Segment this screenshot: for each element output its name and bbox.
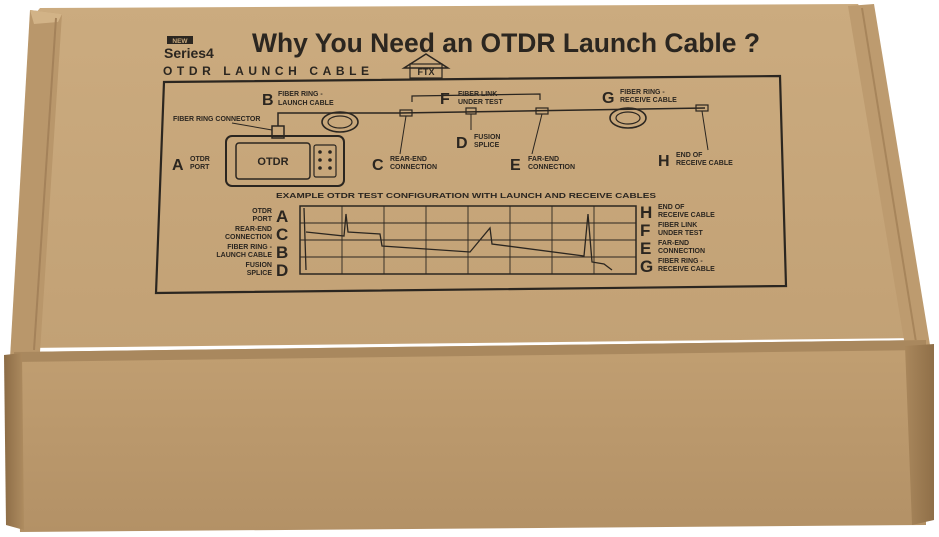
svg-text:LAUNCH CABLE: LAUNCH CABLE [216, 252, 272, 259]
svg-text:FIBER RING -: FIBER RING - [278, 91, 323, 98]
svg-text:C: C [276, 225, 288, 244]
svg-text:OTDR: OTDR [190, 156, 210, 163]
svg-text:FIBER LINK: FIBER LINK [658, 222, 697, 229]
svg-text:H: H [640, 203, 652, 222]
headline: Why You Need an OTDR Launch Cable ? [252, 28, 760, 58]
svg-text:FIBER RING -: FIBER RING - [620, 89, 665, 96]
new-badge [167, 36, 193, 44]
example-caption: EXAMPLE OTDR TEST CONFIGURATION WITH LAU… [276, 193, 656, 200]
svg-text:OTDR: OTDR [252, 208, 272, 215]
svg-text:F: F [440, 91, 450, 108]
svg-text:RECEIVE CABLE: RECEIVE CABLE [658, 266, 715, 273]
product-subtitle: OTDR LAUNCH CABLE [163, 64, 371, 78]
svg-text:CONNECTION: CONNECTION [528, 164, 575, 171]
otdr-trace-graph [299, 205, 637, 275]
svg-text:PORT: PORT [190, 164, 210, 171]
receive-fiber-ring [609, 107, 647, 129]
svg-text:END OF: END OF [676, 152, 703, 159]
trace-label-h: H END OF RECEIVE CABLE [640, 203, 715, 222]
trace-label-a: A OTDR PORT [252, 207, 288, 226]
svg-text:REAR-END: REAR-END [235, 226, 272, 233]
svg-text:FAR-END: FAR-END [528, 156, 559, 163]
svg-text:LAUNCH CABLE: LAUNCH CABLE [278, 100, 334, 107]
svg-text:E: E [510, 157, 521, 174]
svg-text:FAR-END: FAR-END [658, 240, 689, 247]
trace-label-d: D FUSION SPLICE [246, 261, 289, 280]
svg-text:CONNECTION: CONNECTION [225, 234, 272, 241]
svg-text:RECEIVE CABLE: RECEIVE CABLE [620, 97, 677, 104]
svg-text:FUSION: FUSION [246, 262, 272, 269]
svg-text:B: B [276, 243, 288, 262]
svg-text:RECEIVE CABLE: RECEIVE CABLE [676, 160, 733, 167]
svg-text:SPLICE: SPLICE [247, 270, 273, 277]
callout-b: B FIBER RING - LAUNCH CABLE [262, 91, 334, 109]
svg-text:H: H [658, 153, 670, 170]
trace-label-g: G FIBER RING - RECEIVE CABLE [640, 257, 715, 276]
trace-label-b: B FIBER RING - LAUNCH CABLE [216, 243, 288, 262]
callout-e: E FAR-END CONNECTION [510, 156, 575, 174]
svg-text:A: A [276, 207, 288, 226]
svg-text:UNDER TEST: UNDER TEST [658, 230, 703, 237]
svg-text:FIBER RING -: FIBER RING - [227, 244, 272, 251]
svg-text:G: G [640, 257, 653, 276]
svg-text:A: A [172, 157, 184, 174]
box-front-panel [4, 340, 934, 532]
callout-d: D FUSION SPLICE [456, 134, 500, 152]
box-top-panel [10, 4, 930, 358]
otdr-device-illustration: OTDR [225, 125, 345, 187]
svg-text:FUSION: FUSION [474, 134, 500, 141]
svg-text:D: D [456, 135, 468, 152]
svg-text:UNDER TEST: UNDER TEST [458, 99, 503, 106]
box-header-print: NEW Series4 Why You Need an OTDR Launch … [163, 28, 760, 79]
svg-text:PORT: PORT [253, 216, 273, 223]
svg-text:CONNECTION: CONNECTION [658, 248, 705, 255]
svg-text:SPLICE: SPLICE [474, 142, 500, 149]
svg-text:C: C [372, 157, 384, 174]
trace-label-e: E FAR-END CONNECTION [640, 239, 705, 258]
svg-text:END OF: END OF [658, 204, 685, 211]
svg-text:G: G [602, 90, 614, 107]
brand-logo: FTX [401, 53, 451, 79]
svg-text:REAR-END: REAR-END [390, 156, 427, 163]
callout-g: G FIBER RING - RECEIVE CABLE [602, 89, 677, 107]
svg-text:B: B [262, 92, 274, 109]
launch-fiber-ring [321, 111, 359, 133]
svg-text:FIBER LINK: FIBER LINK [458, 91, 497, 98]
svg-text:CONNECTION: CONNECTION [390, 164, 437, 171]
otdr-diagram: OTDR FIBER RING CONNECTOR B FIBER RING - [154, 74, 788, 295]
svg-text:FIBER RING -: FIBER RING - [658, 258, 703, 265]
otdr-screen-label: OTDR [257, 156, 288, 168]
svg-text:E: E [640, 239, 651, 258]
callout-a: A OTDR PORT [172, 156, 210, 174]
trace-label-f: F FIBER LINK UNDER TEST [640, 221, 703, 240]
svg-text:RECEIVE CABLE: RECEIVE CABLE [658, 212, 715, 219]
svg-text:D: D [276, 261, 288, 280]
new-badge-text: NEW [172, 38, 188, 45]
callout-c: C REAR-END CONNECTION [372, 156, 437, 174]
brand-logo-text: FTX [418, 67, 435, 77]
trace-label-c: C REAR-END CONNECTION [225, 225, 288, 244]
callout-f: F FIBER LINK UNDER TEST [440, 91, 503, 108]
fiber-ring-connector-label: FIBER RING CONNECTOR [173, 116, 260, 123]
svg-text:F: F [640, 221, 650, 240]
series-label: Series4 [164, 45, 214, 61]
callout-h: H END OF RECEIVE CABLE [658, 152, 733, 170]
